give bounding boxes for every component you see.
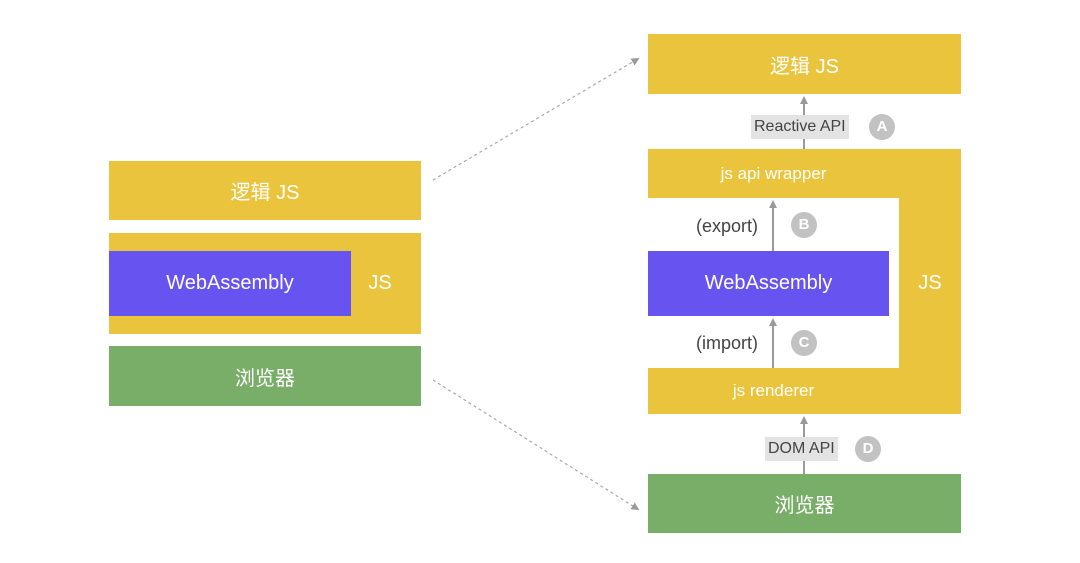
- badge-a: A: [869, 114, 895, 140]
- left-webassembly-label: WebAssembly: [166, 272, 294, 294]
- right-logic-js-block: 逻辑 JS: [648, 34, 961, 94]
- js-renderer-label: js renderer: [732, 381, 815, 400]
- right-browser-block: 浏览器: [648, 474, 961, 533]
- right-browser-label: 浏览器: [774, 495, 835, 517]
- badge-b: B: [791, 212, 817, 238]
- reactive-api-label: Reactive API: [751, 115, 849, 139]
- export-label: (export): [696, 216, 759, 236]
- left-browser-label: 浏览器: [235, 367, 295, 390]
- js-api-wrapper-label: js api wrapper: [720, 163, 827, 183]
- left-logic-js-label: 逻辑 JS: [230, 182, 300, 204]
- right-logic-js-label: 逻辑 JS: [770, 55, 839, 78]
- js-api-wrapper-label-box: js api wrapper: [648, 149, 899, 198]
- right-webassembly-block: WebAssembly: [648, 251, 889, 316]
- dom-api-label: DOM API: [765, 437, 838, 461]
- right-js-label: JS: [918, 271, 942, 294]
- left-webassembly-block: WebAssembly: [109, 251, 351, 316]
- left-js-label-box: JS: [351, 251, 409, 316]
- left-js-label: JS: [368, 272, 392, 294]
- right-webassembly-label: WebAssembly: [704, 272, 833, 294]
- js-renderer-label-box: js renderer: [648, 368, 899, 414]
- badge-c: C: [791, 330, 817, 356]
- right-js-label-box: JS: [899, 198, 961, 368]
- left-browser-block: 浏览器: [109, 346, 421, 406]
- zoom-line-bottom: [432, 379, 640, 511]
- import-label: (import): [696, 333, 758, 353]
- badge-d: D: [855, 436, 881, 462]
- left-logic-js-block: 逻辑 JS: [109, 161, 421, 220]
- zoom-line-top: [432, 57, 640, 181]
